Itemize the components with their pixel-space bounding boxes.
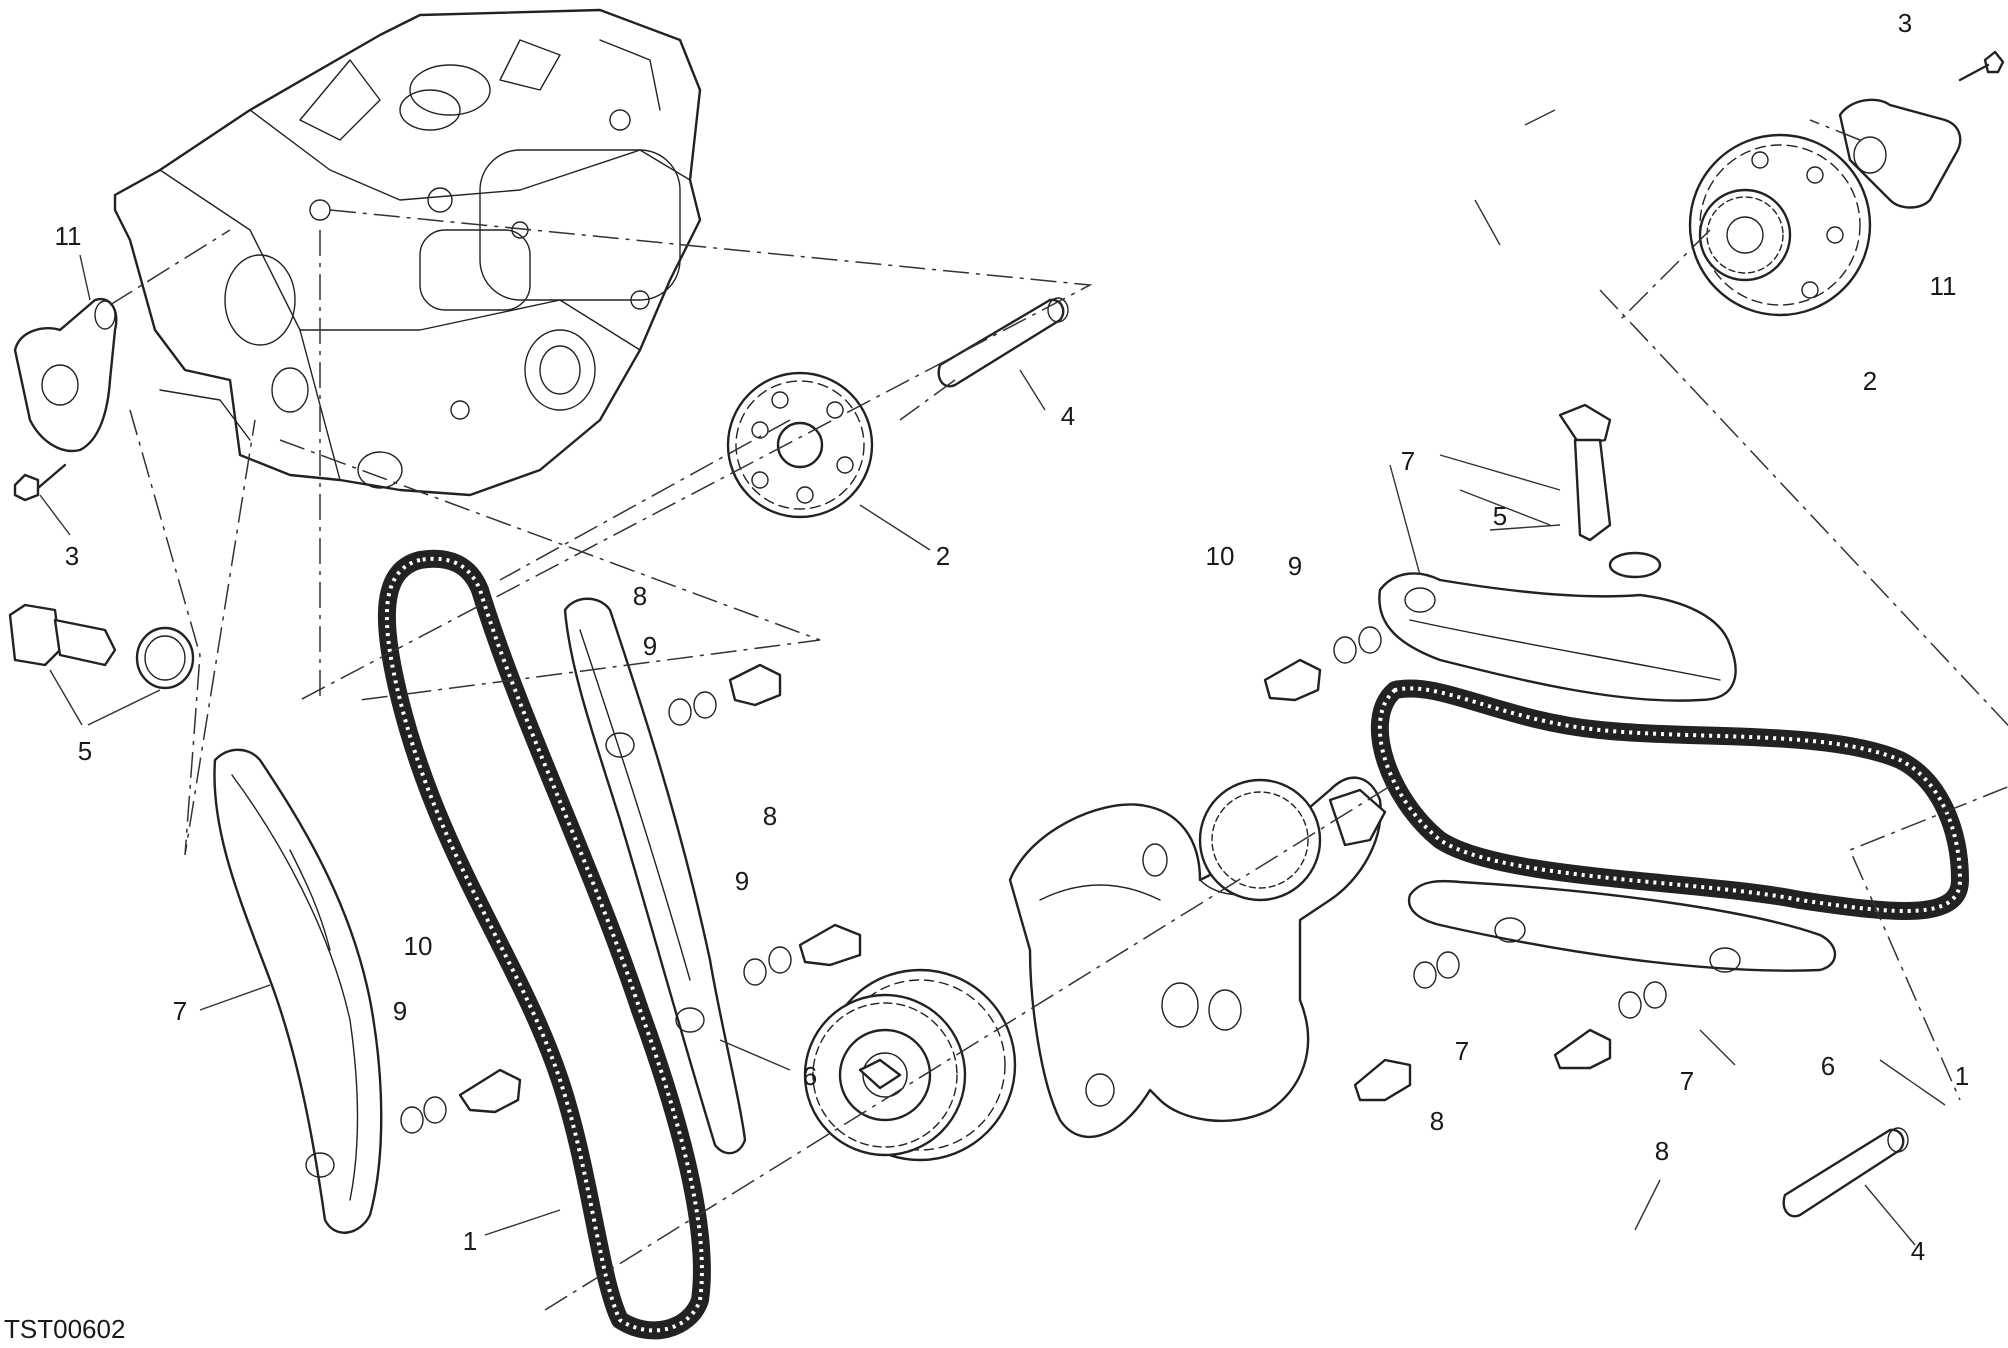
callout-9-right: 9: [1288, 551, 1302, 581]
callout-1-right: 1: [1955, 1061, 1969, 1091]
callout-10-left: 10: [404, 931, 433, 961]
callout-6-center: 6: [803, 1061, 817, 1091]
callout-10-right: 10: [1206, 541, 1235, 571]
assembly-centerlines: [109, 119, 2008, 1311]
callout-6-right: 6: [1821, 1051, 1835, 1081]
cylinder-head: [113, 8, 702, 497]
callout-9-top: 9: [643, 631, 657, 661]
tensioner-slider-left: [213, 748, 383, 1234]
callout-2-center: 2: [936, 541, 950, 571]
cam-sprocket-center: [726, 371, 874, 519]
stud-and-washers-8-mid: [743, 923, 862, 986]
callout-5-right: 5: [1493, 501, 1507, 531]
bearing-flange-left: [13, 297, 118, 453]
bolt-right: [1958, 50, 2005, 82]
crankshaft: [1008, 776, 1387, 1138]
callout-7-right-b: 7: [1680, 1066, 1694, 1096]
callout-11-left: 11: [55, 221, 82, 251]
cam-sprocket-right: [1688, 133, 1872, 317]
callout-7-upper-right: 7: [1401, 446, 1415, 476]
callout-4-bottom: 4: [1911, 1236, 1925, 1266]
stud-and-washers-10-right: [1263, 626, 1382, 702]
timing-chain-right: [1370, 679, 1969, 920]
stud-and-washers-10-left: [400, 1068, 522, 1134]
pin-top: [937, 297, 1069, 388]
callout-9-left: 9: [393, 996, 407, 1026]
callout-1-left: 1: [463, 1226, 477, 1256]
stud-and-washers-8-top: [668, 663, 782, 726]
callout-5-left: 5: [78, 736, 92, 766]
fixed-guide-center: [563, 597, 747, 1155]
callout-8-right-b: 8: [1655, 1136, 1669, 1166]
callout-7-right-a: 7: [1455, 1036, 1469, 1066]
callout-8-right-a: 8: [1430, 1106, 1444, 1136]
bearing-flange-right: [1838, 98, 1962, 209]
callout-2-right: 2: [1863, 366, 1877, 396]
pin-bottom: [1782, 1127, 1909, 1218]
callout-3-left: 3: [65, 541, 79, 571]
stud-and-washers-8-right-a: [1353, 951, 1460, 1102]
callout-7-left: 7: [173, 996, 187, 1026]
tensioner-slider-right: [1378, 572, 1737, 702]
callout-numbers: 11 3 5 7 10 9 1 8 9 8 9 6 4 2 10 9 7 5 3…: [55, 8, 1970, 1266]
callout-4-top: 4: [1061, 401, 1075, 431]
tensioner-plug-left: [8, 603, 195, 690]
stud-and-washers-8-right-b: [1553, 981, 1667, 1070]
tensioner-plug-right: [1558, 403, 1662, 579]
fixed-guide-right: [1407, 879, 1837, 973]
callout-8-mid: 8: [763, 801, 777, 831]
timing-chain-left: [377, 549, 711, 1340]
callout-11-right: 11: [1930, 271, 1957, 301]
bolt-left: [13, 463, 67, 502]
callout-8-top: 8: [633, 581, 647, 611]
leader-lines: [39, 109, 1946, 1246]
callout-3-right: 3: [1898, 8, 1912, 38]
crank-gear-cluster: [803, 968, 1017, 1162]
callout-9-mid: 9: [735, 866, 749, 896]
drawing-code: TST00602: [4, 1314, 125, 1344]
